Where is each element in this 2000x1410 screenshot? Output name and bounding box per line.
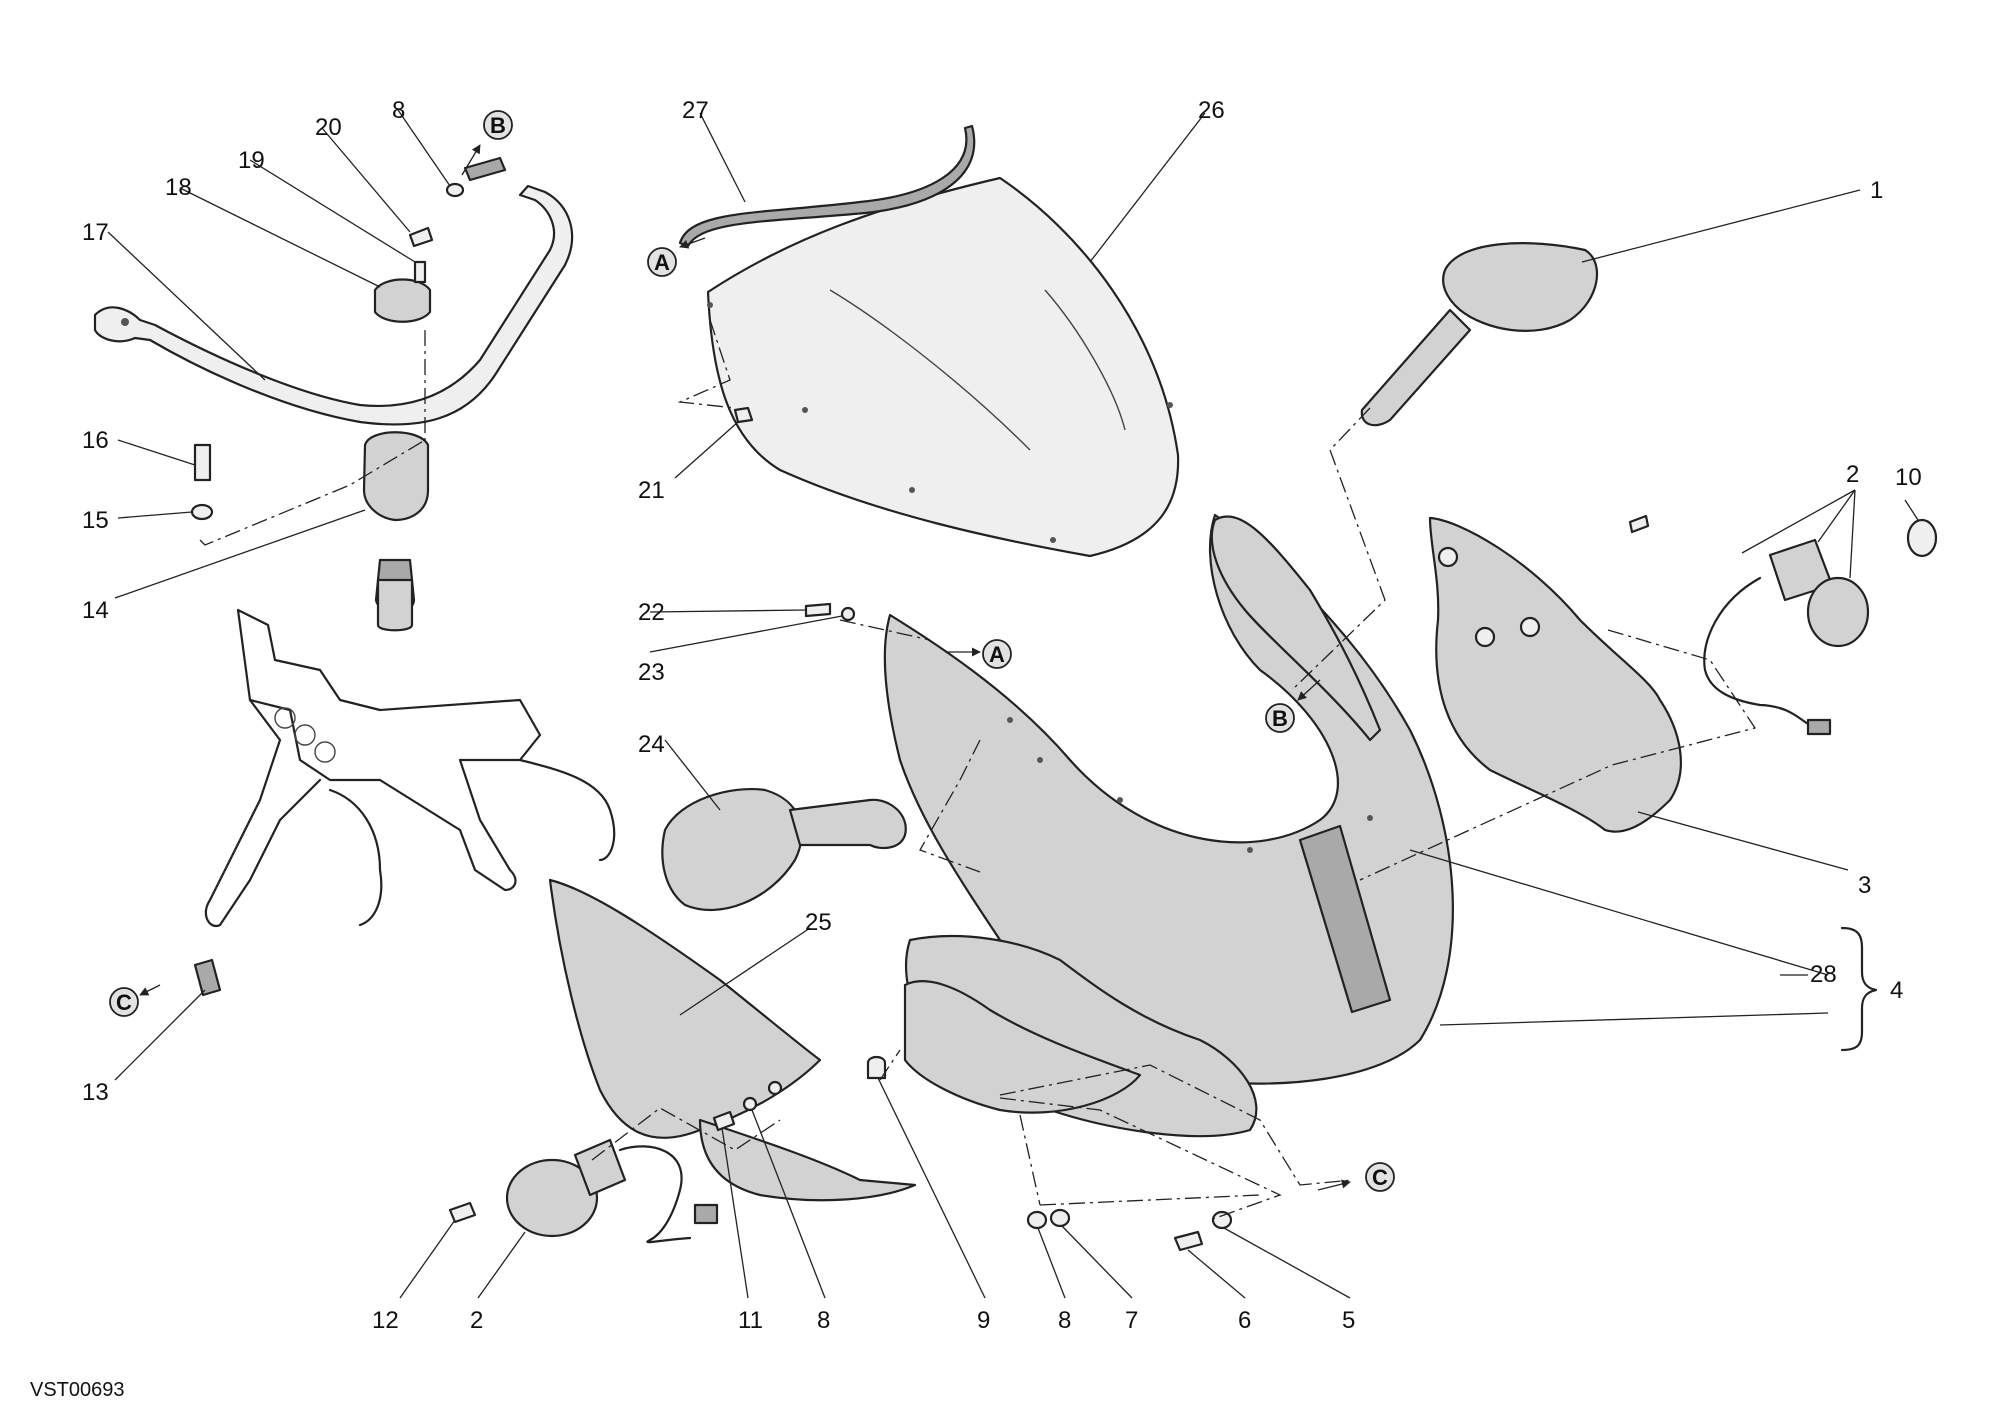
part-number-25: 25 bbox=[805, 909, 832, 936]
screws bbox=[190, 182, 1650, 1252]
part-number-8-top: 8 bbox=[392, 97, 405, 124]
part-number-8-lower: 8 bbox=[817, 1307, 830, 1334]
part-number-16: 16 bbox=[82, 427, 109, 454]
assembly-brace bbox=[1840, 926, 1878, 1052]
part-number-17: 17 bbox=[82, 219, 109, 246]
reference-b-fairing: B bbox=[1272, 706, 1288, 731]
mount-block bbox=[362, 431, 430, 632]
part-number-2-left: 2 bbox=[470, 1307, 483, 1334]
reference-a-fairing: A bbox=[989, 642, 1005, 667]
mirror-right bbox=[1360, 242, 1599, 427]
part-number-3: 3 bbox=[1858, 872, 1871, 899]
part-number-6: 6 bbox=[1238, 1307, 1251, 1334]
part-number-14: 14 bbox=[82, 597, 109, 624]
part-number-10: 10 bbox=[1895, 464, 1922, 491]
reference-c-fairing: C bbox=[1372, 1165, 1388, 1190]
rubber-grommet bbox=[373, 278, 432, 323]
reference-c-frame: C bbox=[116, 990, 132, 1015]
part-number-7: 7 bbox=[1125, 1307, 1138, 1334]
part-number-9: 9 bbox=[977, 1307, 990, 1334]
part-number-20: 20 bbox=[315, 114, 342, 141]
leader-lines bbox=[107, 109, 1919, 1299]
part-number-21: 21 bbox=[638, 477, 665, 504]
part-number-4: 4 bbox=[1890, 977, 1903, 1004]
reference-markers: A A B B C C bbox=[109, 110, 1395, 1192]
part-number-28: 28 bbox=[1810, 961, 1837, 988]
part-number-labels: 1 2 10 3 28 4 26 27 21 22 23 24 25 12 2 … bbox=[82, 97, 1922, 1334]
part-number-24: 24 bbox=[638, 731, 665, 758]
mirror-left bbox=[661, 788, 907, 912]
part-number-18: 18 bbox=[165, 174, 192, 201]
part-number-12: 12 bbox=[372, 1307, 399, 1334]
part-number-11: 11 bbox=[738, 1307, 763, 1334]
windscreen-trim-strip bbox=[678, 124, 976, 248]
part-number-5: 5 bbox=[1342, 1307, 1355, 1334]
turn-signal-right bbox=[1703, 518, 1938, 736]
reference-arrows bbox=[139, 144, 1351, 1191]
part-number-13: 13 bbox=[82, 1079, 109, 1106]
turn-signal-left bbox=[505, 1138, 719, 1244]
stay-bar bbox=[93, 156, 574, 426]
right-fairing-side-upper bbox=[1210, 515, 1382, 742]
fairing-bracket bbox=[903, 980, 1142, 1114]
part-number-15: 15 bbox=[82, 507, 109, 534]
part-number-23: 23 bbox=[638, 659, 665, 686]
part-number-27: 27 bbox=[682, 97, 709, 124]
reference-a-windscreen: A bbox=[654, 250, 670, 275]
part-number-8-bottom: 8 bbox=[1058, 1307, 1071, 1334]
drawing-code: VST00693 bbox=[30, 1379, 125, 1401]
reference-b-stay: B bbox=[490, 113, 506, 138]
fairing-subframe bbox=[204, 608, 616, 928]
part-number-2: 2 bbox=[1846, 461, 1859, 488]
dash-dot-lines bbox=[199, 319, 1757, 1221]
part-number-1: 1 bbox=[1870, 177, 1883, 204]
part-number-26: 26 bbox=[1198, 97, 1225, 124]
part-number-19: 19 bbox=[238, 147, 265, 174]
part-number-22: 22 bbox=[638, 599, 665, 626]
side-panel bbox=[1428, 516, 1682, 833]
windscreen bbox=[706, 176, 1180, 558]
